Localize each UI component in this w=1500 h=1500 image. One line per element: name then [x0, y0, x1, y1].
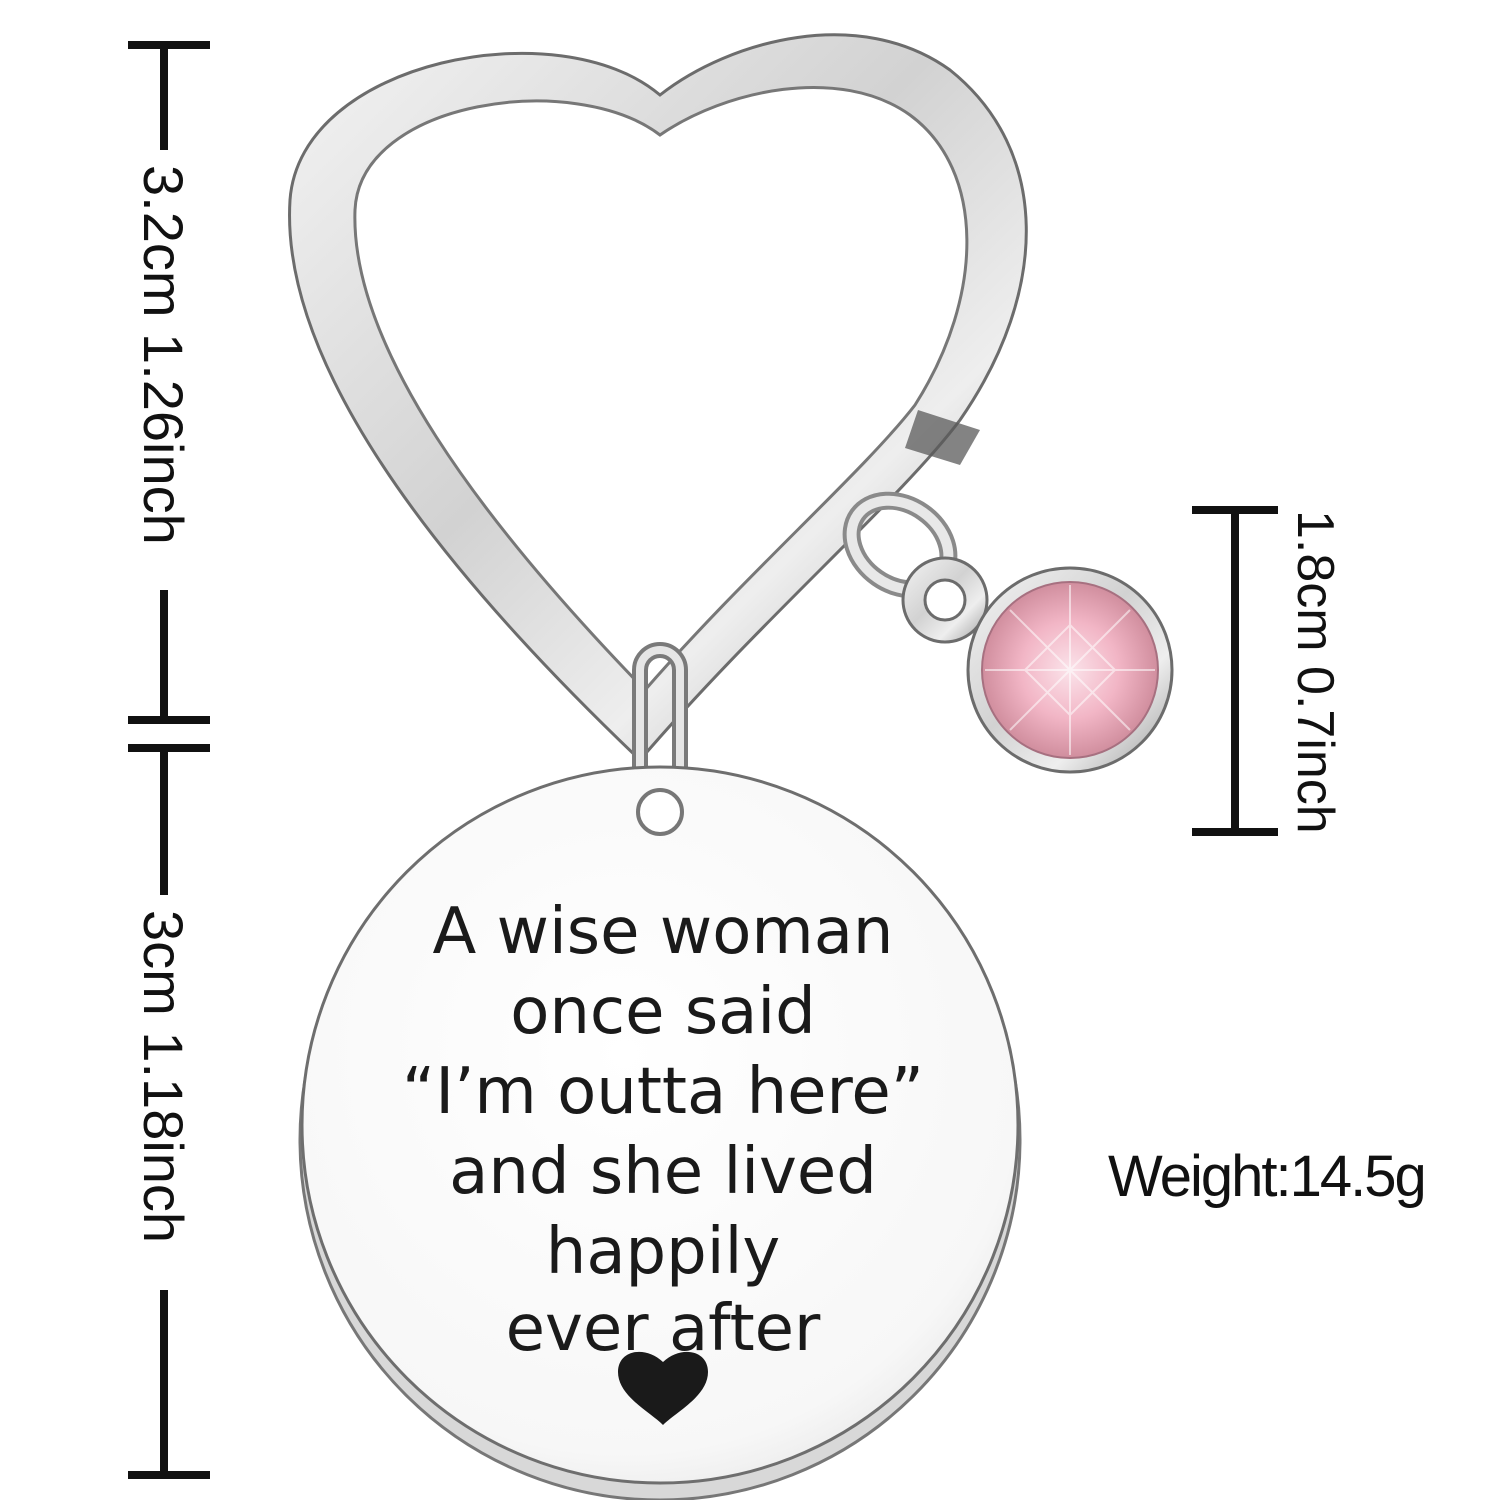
weight-label: Weight:14.5g [1108, 1144, 1427, 1209]
birthstone-charm [901, 556, 1174, 774]
tag-height-dimension [128, 744, 210, 1479]
tag-height-label: 3cm 1.18inch [132, 910, 195, 1243]
keyring-height-label: 3.2cm 1.26inch [132, 165, 195, 545]
charm-height-label: 1.8cm 0.7inch [1286, 510, 1344, 834]
charm-height-dimension [1192, 506, 1278, 836]
heart-keyring [288, 33, 1028, 763]
engraving-line-4: and she lived [449, 1135, 877, 1209]
keyring-height-dimension [128, 41, 210, 724]
engraving-line-3: “I’m outta here” [402, 1055, 924, 1129]
engraved-tag: A wise woman once said “I’m outta here” … [298, 765, 1022, 1500]
heart-icon [618, 1351, 708, 1425]
engraving-line-1: A wise woman [433, 895, 894, 969]
engraving-line-2: once said [510, 975, 816, 1049]
engraving-line-5: happily [546, 1215, 780, 1289]
engraving-line-6: ever after [506, 1292, 821, 1366]
